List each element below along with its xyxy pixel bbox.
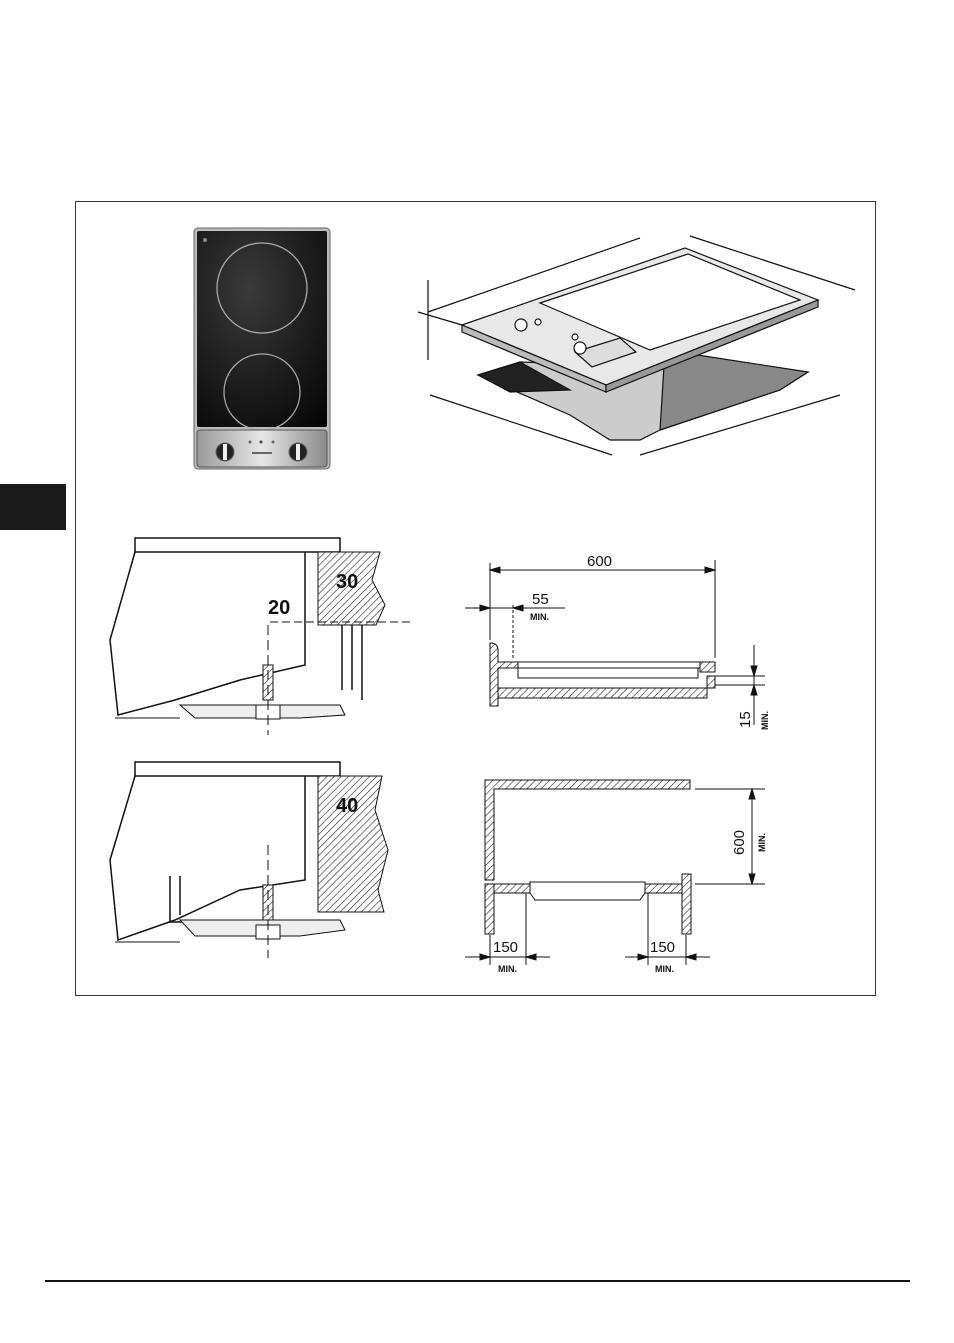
right-side-label: 150: [650, 939, 675, 956]
cabinet-section: 600 MIN. 150 MIN. 150 MIN.: [465, 779, 767, 974]
hob-photo: [193, 227, 331, 470]
cutout-section: 600 55 MIN. 15 MIN.: [465, 553, 770, 730]
side-section-40mm: 40: [109, 761, 389, 958]
below-gap-label: 15: [737, 711, 754, 728]
cutout-width-label: 600: [587, 553, 612, 570]
side-section-30mm: 30 20: [109, 537, 410, 735]
cooking-zone-rear: [216, 242, 308, 334]
worktop-thickness-label: 30: [336, 571, 358, 593]
height-above-label: 600: [731, 830, 748, 855]
clearance-label: 20: [268, 597, 290, 619]
rear-gap-min-label: MIN.: [530, 612, 549, 622]
below-gap-min-label: MIN.: [760, 711, 770, 730]
rear-gap-label: 55: [532, 591, 549, 608]
hob-perspective: [417, 235, 856, 456]
figure-frame: [75, 201, 876, 996]
worktop-thickness-label: 40: [336, 795, 358, 817]
footer-rule: [45, 1280, 910, 1282]
right-side-min-label: MIN.: [655, 964, 674, 974]
height-above-min-label: MIN.: [757, 833, 767, 852]
section-tab: [0, 484, 66, 530]
left-side-label: 150: [493, 939, 518, 956]
left-side-min-label: MIN.: [498, 964, 517, 974]
